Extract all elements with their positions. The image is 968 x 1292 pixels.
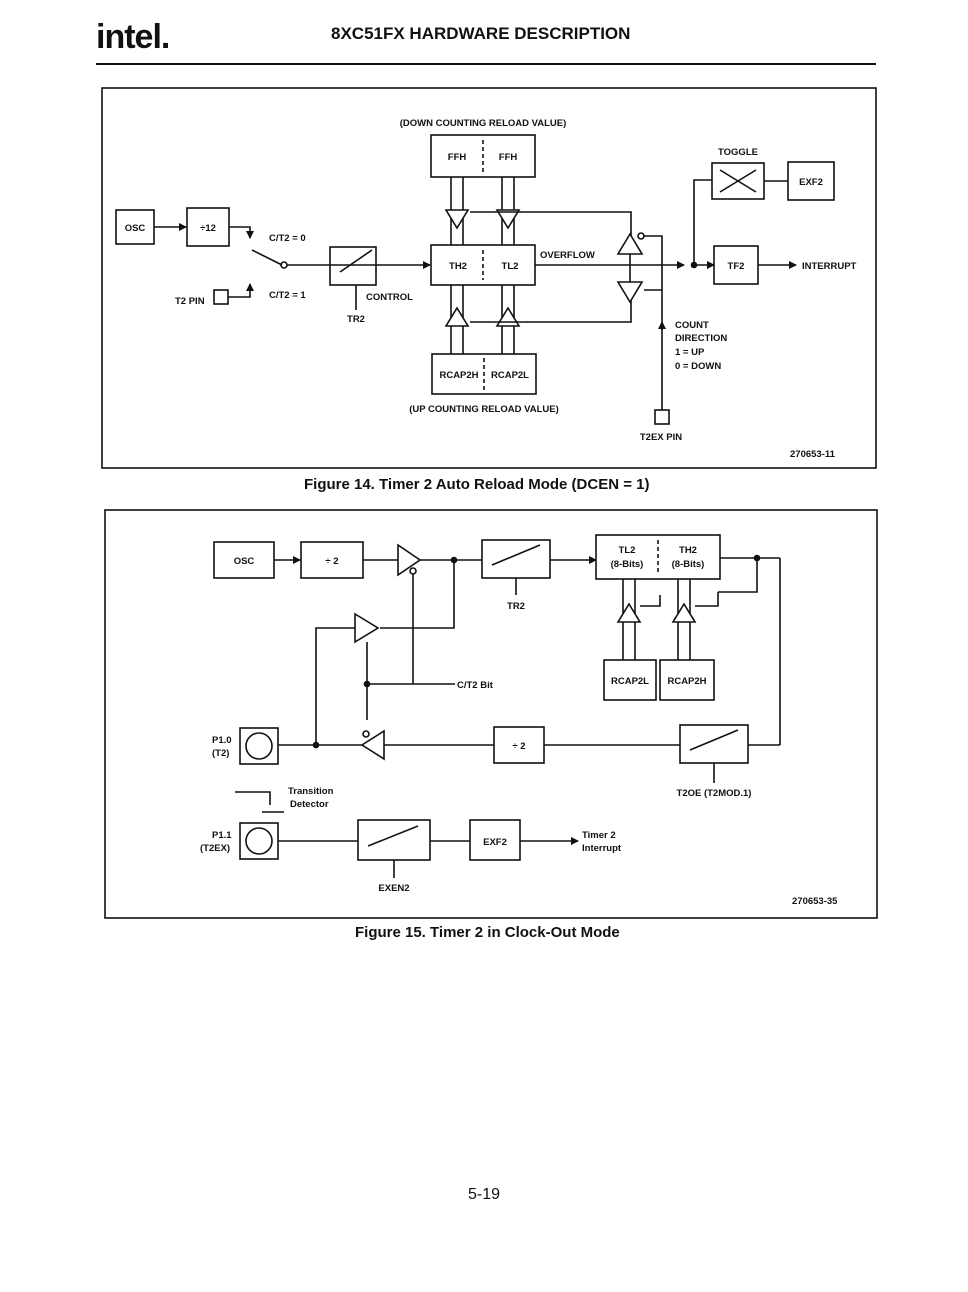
ffh-left: FFH [448,152,467,163]
tf2-label: TF2 [728,261,745,272]
overflow-label: OVERFLOW [540,250,595,261]
timer2-label: Timer 2 [582,830,616,841]
control-switch [329,246,377,286]
count-direction-line-4: 0 = DOWN [675,361,721,372]
rcap2l-label: RCAP2L [491,370,529,381]
count-direction-line-1: COUNT [675,320,709,331]
toggle-label: TOGGLE [718,147,758,158]
exf2-label: EXF2 [799,177,823,188]
count-direction-line-3: 1 = UP [675,347,705,358]
rcap2h-box [659,659,715,701]
t2-label: (T2) [212,748,229,759]
th2-label-15: TH2 [679,545,697,556]
ct2-0-label: C/T2 = 0 [269,233,306,244]
p10-label: P1.0 [212,735,232,746]
page-number: 5-19 [467,1186,501,1203]
up-reload-label: (UP COUNTING RELOAD VALUE) [409,404,559,415]
tl2-label: TL2 [502,261,519,272]
tl2-th2-box [595,534,721,580]
intel-logo: intel. [96,18,170,56]
count-direction-line-2: DIRECTION [675,333,727,344]
figure-15-diagram [104,509,878,919]
tr2-label: TR2 [347,314,365,325]
figure-14-diagram [101,87,877,469]
exf2-box [787,161,835,201]
interrupt-label-15: Interrupt [582,843,622,854]
figure-14-ref: 270653-11 [790,449,836,460]
p11-label: P1.1 [212,830,232,841]
rcap2l-label-15: RCAP2L [611,676,649,687]
figure-15-caption: Figure 15. Timer 2 in Clock-Out Mode [355,924,620,941]
ffh-right: FFH [499,152,518,163]
exen2-label: EXEN2 [378,883,409,894]
t2ex-pin-box [654,409,670,425]
interrupt-label: INTERRUPT [802,261,857,272]
tr2-label-15: TR2 [507,601,525,612]
rcap2l-box [603,659,657,701]
t2oe-label: T2OE (T2MOD.1) [677,788,752,799]
p10-pin [239,727,279,765]
exf2-box-15 [469,819,521,861]
figure-15-ref: 270653-35 [792,896,838,907]
th2-label: TH2 [449,261,467,272]
exen2-switch [357,819,431,861]
figure-14-frame [101,87,877,469]
control-label: CONTROL [366,292,413,303]
transition-label: Transition [288,786,334,797]
page-title: 8XC51FX HARDWARE DESCRIPTION [331,24,631,43]
figure-15-frame [104,509,878,919]
div2-bottom-label: ÷ 2 [512,741,525,752]
ffh-box [430,134,536,178]
ct2-bit-label: C/T2 Bit [457,680,494,691]
detector-label: Detector [290,799,329,810]
rcap2h-label: RCAP2H [439,370,478,381]
t2-pin-label: T2 PIN [175,296,205,307]
div12-label: ÷12 [200,223,216,234]
rcap-box [431,353,537,395]
t2ex-label: (T2EX) [200,843,230,854]
th2-bits-label: (8-Bits) [672,559,705,570]
t2-pin-box [213,289,229,305]
osc-label: OSC [125,223,146,234]
figure-14-caption: Figure 14. Timer 2 Auto Reload Mode (DCE… [304,476,650,493]
t2ex-pin-label: T2EX PIN [640,432,682,443]
exf2-label-15: EXF2 [483,837,507,848]
tl2-bits-label: (8-Bits) [611,559,644,570]
ct2-1-label: C/T2 = 1 [269,290,306,301]
down-reload-label: (DOWN COUNTING RELOAD VALUE) [400,118,567,129]
header-rule [96,63,876,65]
tl2-label-15: TL2 [619,545,636,556]
div2-top-label: ÷ 2 [325,556,338,567]
osc-label-15: OSC [234,556,255,567]
rcap2h-label-15: RCAP2H [667,676,706,687]
